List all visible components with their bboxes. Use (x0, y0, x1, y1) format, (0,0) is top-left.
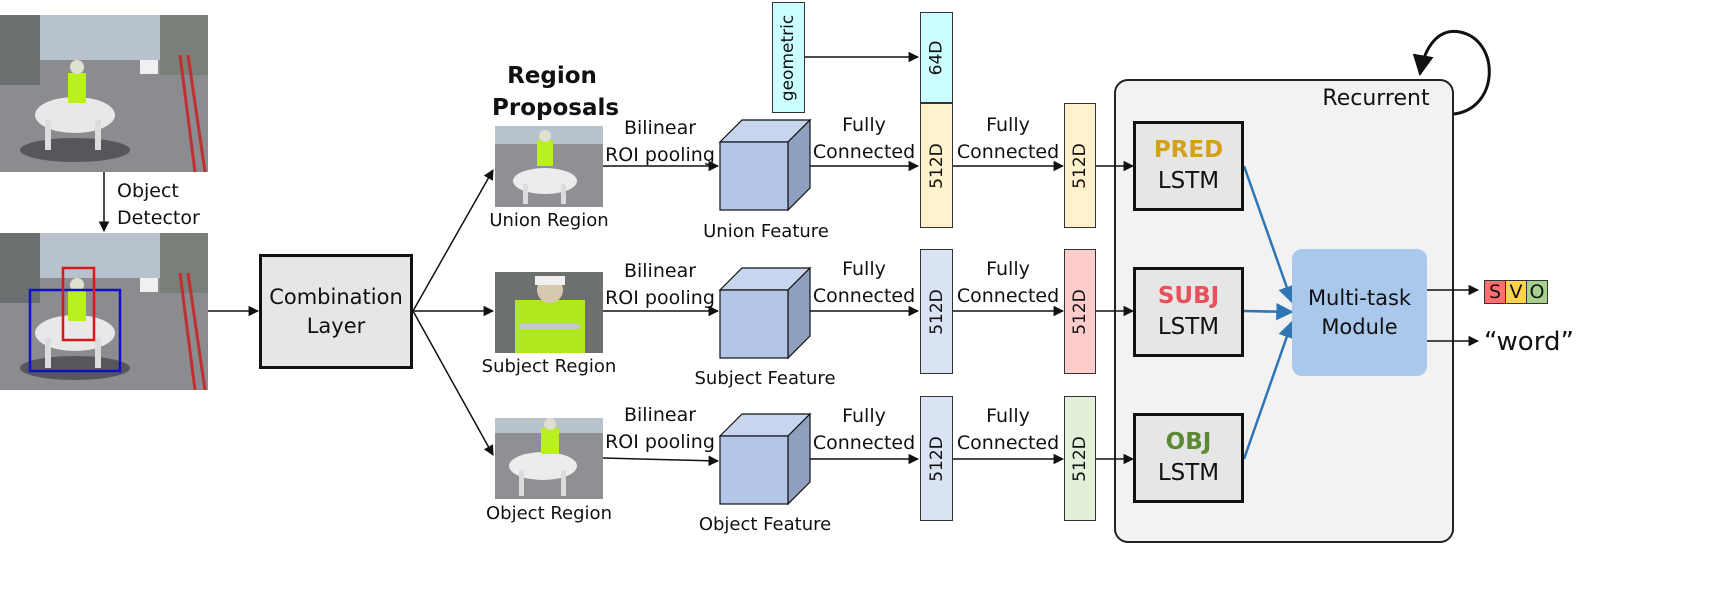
vector-512d-union-2: 512D (1064, 103, 1096, 228)
pred-lstm: PRED LSTM (1133, 121, 1244, 211)
vector-512d-union-1: 512D (920, 103, 953, 228)
union-region-image (495, 126, 603, 207)
vector-64d: 64D (920, 12, 953, 103)
subject-region-label: Subject Region (481, 356, 617, 377)
multitask-module: Multi-task Module (1292, 249, 1427, 376)
combination-layer: Combination Layer (259, 254, 413, 369)
detected-image (0, 233, 208, 390)
union-feature-label: Union Feature (703, 221, 829, 242)
vector-512d-subject-1: 512D (920, 249, 953, 374)
svo-s: S (1485, 281, 1506, 303)
geometric-box: geometric (772, 2, 805, 113)
object-bbox (28, 288, 122, 373)
vector-512d-subject-2: 512D (1064, 249, 1096, 374)
object-region-label: Object Region (486, 503, 612, 524)
object-feature-cube (718, 412, 812, 506)
vector-512d-object-1: 512D (920, 396, 953, 521)
object-feature-label: Object Feature (698, 514, 832, 535)
svo-o: O (1527, 281, 1547, 303)
subject-region-image (495, 272, 603, 353)
region-proposals-title: Region Proposals (492, 63, 620, 121)
subject-bbox (61, 266, 96, 342)
input-image (0, 15, 208, 172)
subject-feature-label: Subject Feature (694, 368, 836, 389)
subj-lstm: SUBJ LSTM (1133, 267, 1244, 357)
object-detector-label: Object Detector (117, 180, 200, 229)
union-feature-cube (718, 118, 812, 212)
union-region-label: Union Region (489, 210, 609, 231)
subject-feature-cube (718, 266, 812, 360)
svo-output: S V O (1484, 280, 1548, 304)
object-region-image (495, 418, 603, 499)
svo-v: V (1506, 281, 1527, 303)
vector-512d-object-2: 512D (1064, 396, 1096, 521)
recurrent-label: Recurrent (1322, 86, 1430, 111)
word-output: “word” (1484, 327, 1574, 357)
obj-lstm: OBJ LSTM (1133, 413, 1244, 503)
